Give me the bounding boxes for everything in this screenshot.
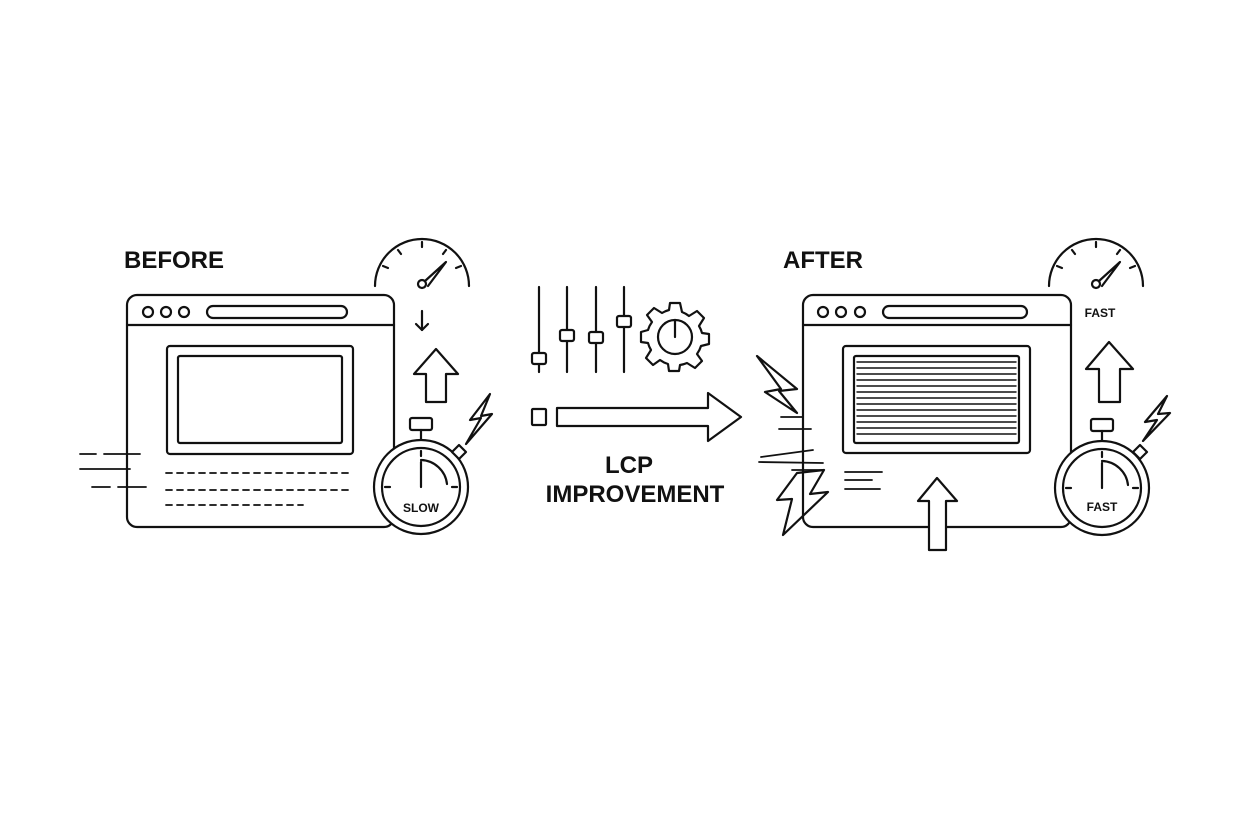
before-down-arrow-icon xyxy=(414,309,430,332)
before-hero-image-inner xyxy=(176,354,344,445)
center-panel: LCP IMPROVEMENT xyxy=(530,285,743,508)
after-up-arrow-icon xyxy=(1084,340,1135,404)
before-hero-image-frame xyxy=(165,344,355,456)
after-motion-lines xyxy=(758,416,883,490)
after-gauge-label: FAST xyxy=(1085,306,1116,320)
center-title-line2: IMPROVEMENT xyxy=(546,481,725,508)
right-arrow-icon xyxy=(530,391,743,443)
before-motion-lines xyxy=(79,453,147,488)
after-loaded-image-lines xyxy=(856,361,1017,435)
after-lightning-bolt-icon xyxy=(1141,394,1172,443)
before-stopwatch-label: SLOW xyxy=(403,501,440,515)
after-lightning-bolt-icon xyxy=(775,468,830,537)
after-up-arrow-icon xyxy=(916,476,959,552)
before-up-arrow-icon xyxy=(412,347,460,404)
before-lightning-bolt-icon xyxy=(464,392,494,446)
after-heading: AFTER xyxy=(783,247,863,274)
before-speedometer-icon xyxy=(373,237,471,290)
before-browser-window-icon xyxy=(125,293,396,529)
slider-controls-icon xyxy=(530,285,633,374)
after-lightning-bolt-icon xyxy=(755,354,799,415)
center-title-line1: LCP xyxy=(605,452,653,479)
after-stopwatch-label: FAST xyxy=(1087,500,1118,514)
after-stopwatch-icon xyxy=(1053,417,1151,537)
before-heading: BEFORE xyxy=(124,247,224,274)
before-stopwatch-icon xyxy=(372,416,470,536)
before-panel: BEFORE xyxy=(79,237,494,536)
after-speedometer-icon xyxy=(1047,237,1145,290)
before-dashed-text-lines xyxy=(165,472,354,506)
after-hero-image-frame xyxy=(841,344,1032,455)
after-panel: AFTER xyxy=(755,237,1172,552)
gear-icon xyxy=(639,301,711,373)
after-hero-image-inner xyxy=(852,354,1021,445)
